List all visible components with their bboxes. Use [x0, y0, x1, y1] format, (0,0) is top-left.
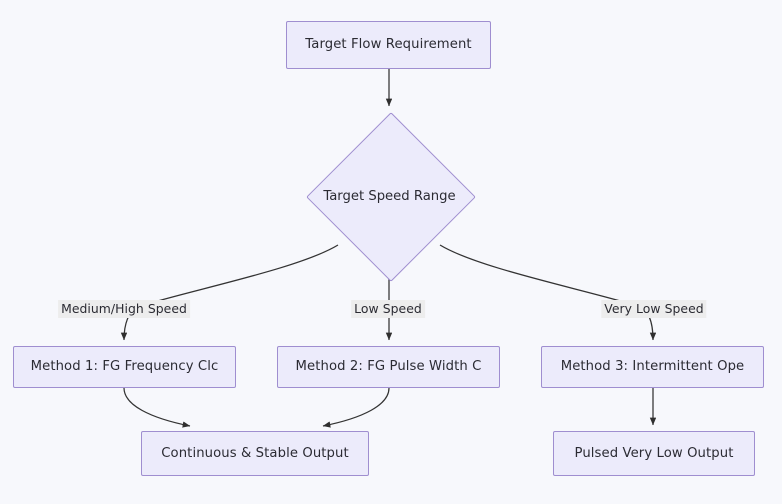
node-output-pulsed-very-low[interactable]: Pulsed Very Low Output [553, 431, 755, 476]
node-target-speed-range-label: Target Speed Range [323, 188, 456, 204]
node-method-2-label: Method 2: FG Pulse Width C [295, 359, 482, 375]
edge-label-low-speed: Low Speed [351, 300, 425, 318]
node-method-1[interactable]: Method 1: FG Frequency Clc [13, 346, 236, 388]
node-output-continuous-stable[interactable]: Continuous & Stable Output [141, 431, 369, 476]
node-target-flow-requirement[interactable]: Target Flow Requirement [286, 21, 491, 69]
node-target-flow-requirement-label: Target Flow Requirement [305, 37, 472, 53]
node-output-pulsed-very-low-label: Pulsed Very Low Output [574, 445, 734, 461]
edge-label-very-low-speed: Very Low Speed [601, 300, 707, 318]
edge-method-2-to-output-continuous [322, 387, 390, 428]
node-method-1-label: Method 1: FG Frequency Clc [30, 359, 219, 375]
node-target-speed-range[interactable]: Target Speed Range [305, 112, 476, 282]
node-method-2[interactable]: Method 2: FG Pulse Width C [277, 346, 500, 388]
node-method-3[interactable]: Method 3: Intermittent Ope [541, 346, 764, 388]
edge-label-medium-high-speed: Medium/High Speed [58, 300, 190, 318]
node-method-3-label: Method 3: Intermittent Ope [560, 359, 745, 375]
node-output-continuous-stable-label: Continuous & Stable Output [161, 445, 349, 461]
edge-method-1-to-output-continuous [123, 387, 191, 428]
